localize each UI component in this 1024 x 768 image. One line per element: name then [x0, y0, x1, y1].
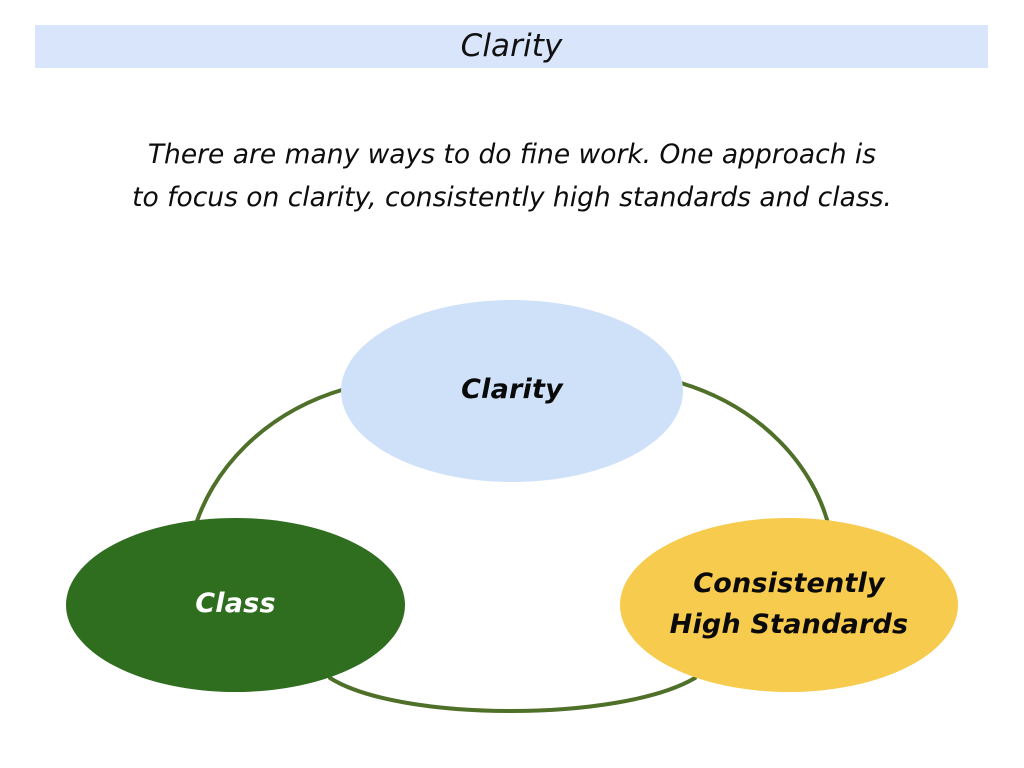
- diagram-node-clarity-label: Clarity: [461, 373, 563, 405]
- body-line-2: to focus on clarity, consistently high s…: [132, 182, 892, 213]
- diagram-node-standards[interactable]: Consistently High Standards: [620, 518, 958, 692]
- title-banner: Clarity: [35, 25, 988, 68]
- connector-class-to-clarity: [191, 387, 347, 536]
- diagram-node-standards-label-line-2: High Standards: [669, 609, 909, 640]
- connector-clarity-to-standards: [679, 381, 832, 533]
- page-title: Clarity: [460, 28, 563, 64]
- diagram-node-class[interactable]: Class: [66, 518, 405, 692]
- diagram-node-clarity[interactable]: Clarity: [341, 300, 683, 482]
- connector-standards-to-class: [328, 676, 697, 713]
- body-line-1: There are many ways to do fine work. One…: [147, 139, 877, 170]
- diagram-node-standards-label-line-1: Consistently: [693, 568, 885, 599]
- body-paragraph: There are many ways to do fine work. One…: [62, 133, 962, 219]
- diagram-node-class-label: Class: [195, 587, 276, 619]
- diagram-node-standards-label: Consistently High Standards: [670, 563, 909, 645]
